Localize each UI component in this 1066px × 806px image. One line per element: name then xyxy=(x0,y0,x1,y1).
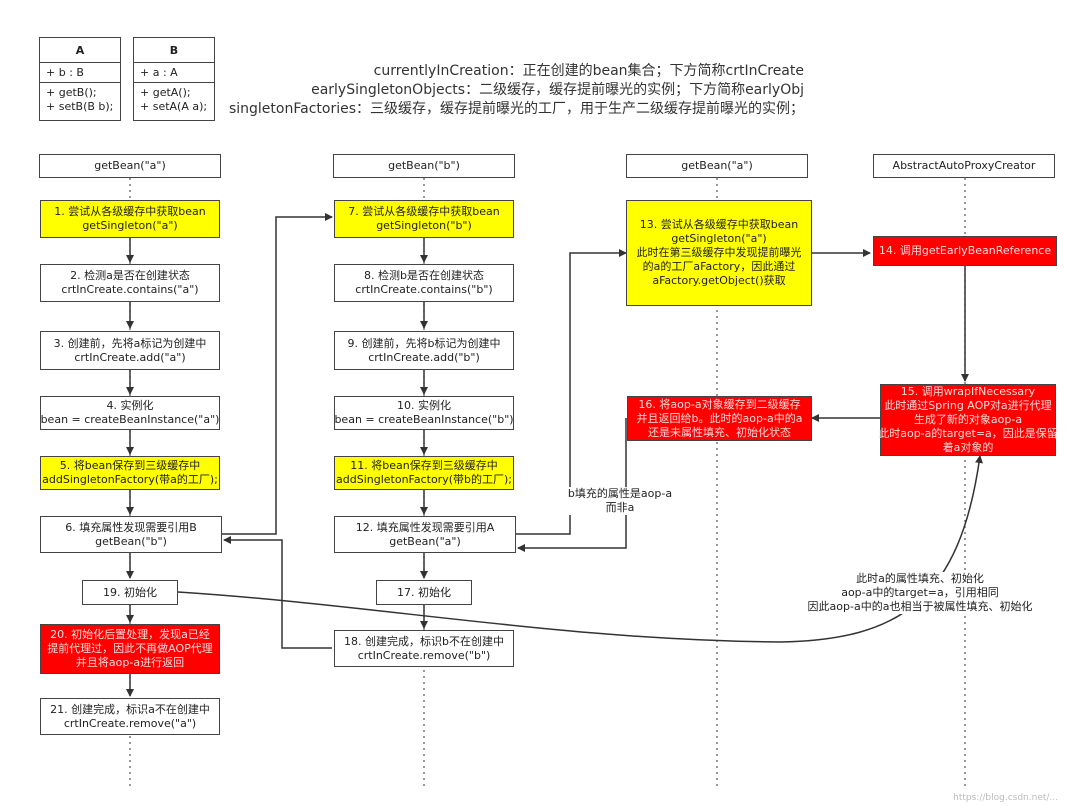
class-b-op: + getA(); xyxy=(140,86,191,99)
lifelines xyxy=(129,178,966,790)
class-a-op: + getB(); xyxy=(46,86,97,99)
step-20: 20. 初始化后置处理，发现a已经提前代理过，因此不再做AOP代理并且将aop-… xyxy=(40,624,220,674)
watermark: https://blog.csdn.net/... xyxy=(953,793,1058,803)
legend: currentlyInCreation：正在创建的bean集合；下方简称crtI… xyxy=(229,62,804,119)
class-a-op: + setB(B b); xyxy=(46,100,114,113)
note-b-property: b填充的属性是aop-a 而非a xyxy=(560,487,680,515)
class-a: A + b : B + getB();+ setB(B b); xyxy=(39,37,121,121)
step-17: 17. 初始化 xyxy=(376,580,472,605)
step-19: 19. 初始化 xyxy=(82,580,178,605)
lane-header-proxy: AbstractAutoProxyCreator xyxy=(873,154,1055,178)
class-a-attr: + b : B xyxy=(40,63,120,83)
class-a-name: A xyxy=(40,38,120,63)
lane-header-b: getBean("b") xyxy=(333,154,515,178)
class-b-op: + setA(A a); xyxy=(140,100,208,113)
class-b-attr: + a : A xyxy=(134,63,214,83)
step-14: 14. 调用getEarlyBeanReference xyxy=(873,236,1057,266)
class-b: B + a : A + getA();+ setA(A a); xyxy=(133,37,215,121)
legend-line: singletonFactories：三级缓存，缓存提前曝光的工厂，用于生产二级… xyxy=(228,101,804,117)
note-aop-target: 此时a的属性填充、初始化 aop-a中的target=a，引用相同 因此aop-… xyxy=(790,572,1050,614)
legend-line: currentlyInCreation：正在创建的bean集合；下方简称crtI… xyxy=(373,63,804,79)
flow-arrows xyxy=(126,213,969,697)
class-b-name: B xyxy=(134,38,214,63)
legend-line: earlySingletonObjects：二级缓存，缓存提前曝光的实例；下方简… xyxy=(311,82,804,98)
lane-header-a1: getBean("a") xyxy=(39,154,221,178)
lane-header-a2: getBean("a") xyxy=(626,154,808,178)
curve-19-to-15 xyxy=(177,455,983,643)
